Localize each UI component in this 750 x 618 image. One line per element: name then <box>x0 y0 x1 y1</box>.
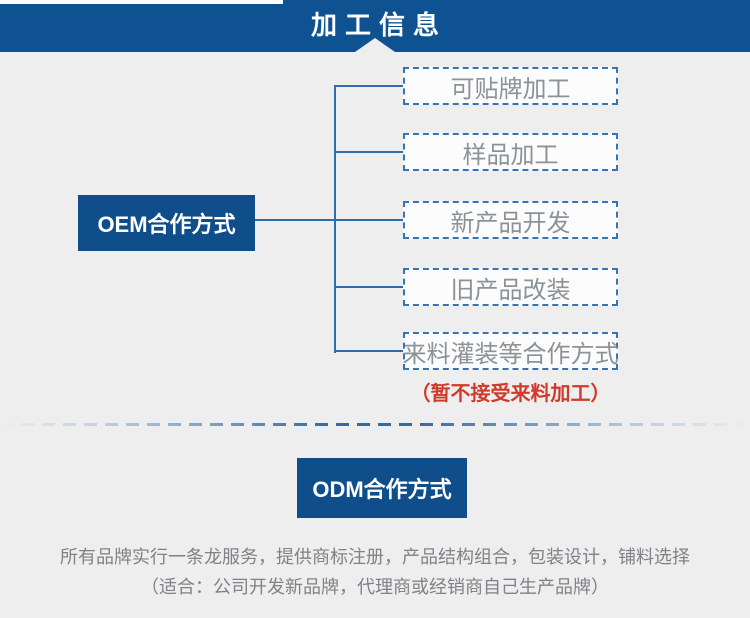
oem-title-box: OEM合作方式 <box>78 195 255 251</box>
oem-item-box-2: 样品加工 <box>403 133 618 171</box>
oem-item-box-5: 来料灌装等合作方式 <box>402 332 619 370</box>
connector-branch-4 <box>335 286 403 288</box>
connector-branch-5 <box>335 350 403 352</box>
odm-title-box: ODM合作方式 <box>297 458 467 518</box>
oem-item-label: 新产品开发 <box>450 209 571 237</box>
oem-item-label: 旧产品改装 <box>450 276 571 304</box>
connector-branch-2 <box>335 151 403 153</box>
oem-title-label: OEM合作方式 <box>97 212 236 237</box>
odm-description-line2: （适合：公司开发新品牌，代理商或经销商自己生产品牌） <box>141 577 609 597</box>
header-top-strip <box>0 0 283 4</box>
connector-branch-1 <box>335 85 403 87</box>
oem-item-label: 来料灌装等合作方式 <box>402 340 619 368</box>
oem-item-label: 可贴牌加工 <box>450 75 571 103</box>
oem-restriction-note: （暂不接受来料加工） <box>410 383 611 405</box>
page-title: 加工信息 <box>310 10 447 40</box>
connector-oem-horizontal <box>255 219 335 221</box>
header-notch-triangle <box>355 38 395 52</box>
odm-title-label: ODM合作方式 <box>312 477 452 502</box>
oem-item-box-4: 旧产品改装 <box>403 268 618 306</box>
oem-item-label: 样品加工 <box>462 141 559 169</box>
oem-item-box-3: 新产品开发 <box>403 201 618 239</box>
section-divider-dashed <box>0 423 750 426</box>
connector-branch-3 <box>335 219 403 221</box>
odm-description-line1: 所有品牌实行一条龙服务，提供商标注册，产品结构组合，包装设计，铺料选择 <box>60 547 690 567</box>
oem-item-box-1: 可贴牌加工 <box>403 67 618 105</box>
